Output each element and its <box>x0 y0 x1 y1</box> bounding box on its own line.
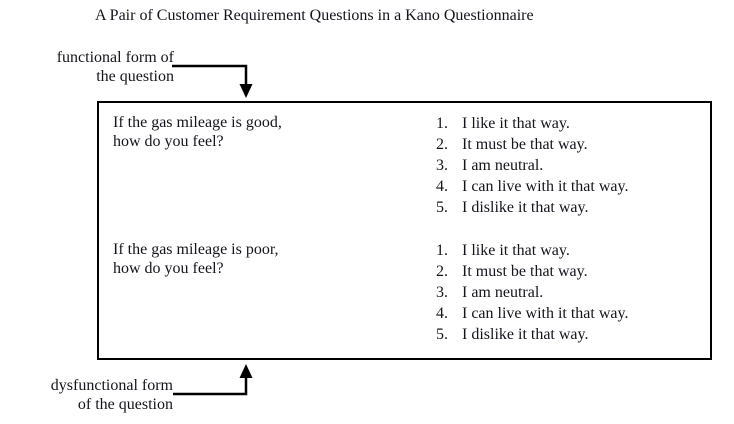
question-text: If the gas mileage is poor, how do you f… <box>99 230 388 278</box>
question-text: If the gas mileage is good, how do you f… <box>99 103 388 151</box>
list-item[interactable]: 3. I am neutral. <box>388 155 710 176</box>
answer-text: I can live with it that way. <box>462 305 629 322</box>
answer-number: 1. <box>436 115 448 132</box>
answer-text: I am neutral. <box>462 284 544 301</box>
answer-number: 4. <box>436 178 448 195</box>
answers-cell-dysfunctional: 1. I like it that way. 2. It must be that … <box>388 230 710 358</box>
list-item[interactable]: 2. It must be that way. <box>388 134 710 155</box>
list-item[interactable]: 5. I dislike it that way. <box>388 324 710 345</box>
answer-number: 2. <box>436 136 448 153</box>
answer-number: 5. <box>436 199 448 216</box>
question-line2: how do you feel? <box>113 133 224 150</box>
answer-number: 3. <box>436 284 448 301</box>
question-line2: how do you feel? <box>113 260 224 277</box>
dysfunctional-form-label: dysfunctional form of the question <box>7 376 173 414</box>
dysfunctional-form-label-line2: of the question <box>77 396 173 413</box>
question-cell-functional: If the gas mileage is good, how do you f… <box>99 103 388 230</box>
answer-text: I like it that way. <box>462 242 570 259</box>
list-item[interactable]: 1. I like it that way. <box>388 113 710 134</box>
answers-cell-functional: 1. I like it that way. 2. It must be that … <box>388 103 710 230</box>
list-item[interactable]: 4. I can live with it that way. <box>388 303 710 324</box>
answer-text: I like it that way. <box>462 115 570 132</box>
answer-text: I can live with it that way. <box>462 178 629 195</box>
question-line1: If the gas mileage is poor, <box>113 241 279 258</box>
functional-form-label-line1: functional form of <box>56 49 174 66</box>
answer-text: I am neutral. <box>462 157 544 174</box>
functional-form-label: functional form of the question <box>8 48 174 86</box>
question-cell-dysfunctional: If the gas mileage is poor, how do you f… <box>99 230 388 358</box>
question-line1: If the gas mileage is good, <box>113 114 282 131</box>
list-item[interactable]: 4. I can live with it that way. <box>388 176 710 197</box>
answer-number: 2. <box>436 263 448 280</box>
table-row: If the gas mileage is poor, how do you f… <box>99 230 710 358</box>
answer-list: 1. I like it that way. 2. It must be that … <box>388 103 710 218</box>
answer-number: 4. <box>436 305 448 322</box>
table-row: If the gas mileage is good, how do you f… <box>99 103 710 230</box>
answer-number: 5. <box>436 326 448 343</box>
answer-list: 1. I like it that way. 2. It must be that … <box>388 230 710 345</box>
list-item[interactable]: 3. I am neutral. <box>388 282 710 303</box>
list-item[interactable]: 2. It must be that way. <box>388 261 710 282</box>
answer-text: I dislike it that way. <box>462 199 589 216</box>
functional-form-label-line2: the question <box>96 68 174 85</box>
dysfunctional-form-label-line1: dysfunctional form <box>50 377 173 394</box>
page-title: A Pair of Customer Requirement Questions… <box>95 7 534 24</box>
list-item[interactable]: 1. I like it that way. <box>388 240 710 261</box>
answer-number: 3. <box>436 157 448 174</box>
answer-text: I dislike it that way. <box>462 326 589 343</box>
list-item[interactable]: 5. I dislike it that way. <box>388 197 710 218</box>
answer-number: 1. <box>436 242 448 259</box>
answer-text: It must be that way. <box>462 263 588 280</box>
kano-questionnaire-table: If the gas mileage is good, how do you f… <box>97 101 712 360</box>
answer-text: It must be that way. <box>462 136 588 153</box>
